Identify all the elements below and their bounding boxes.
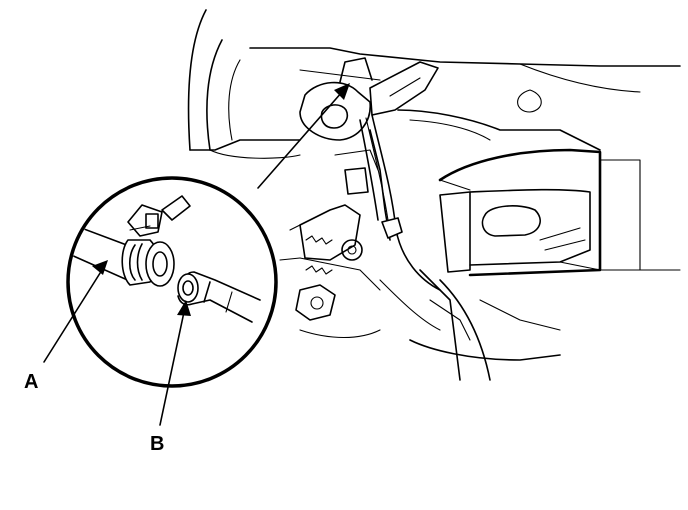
callout-b-label: B xyxy=(150,433,164,455)
magnify-leader-arrow xyxy=(257,83,350,189)
callout-a: A xyxy=(24,260,108,393)
detail-magnified-view xyxy=(66,176,278,388)
engine-bay-background xyxy=(187,9,681,381)
callout-a-label: A xyxy=(24,371,38,393)
callout-b: B xyxy=(150,300,191,455)
